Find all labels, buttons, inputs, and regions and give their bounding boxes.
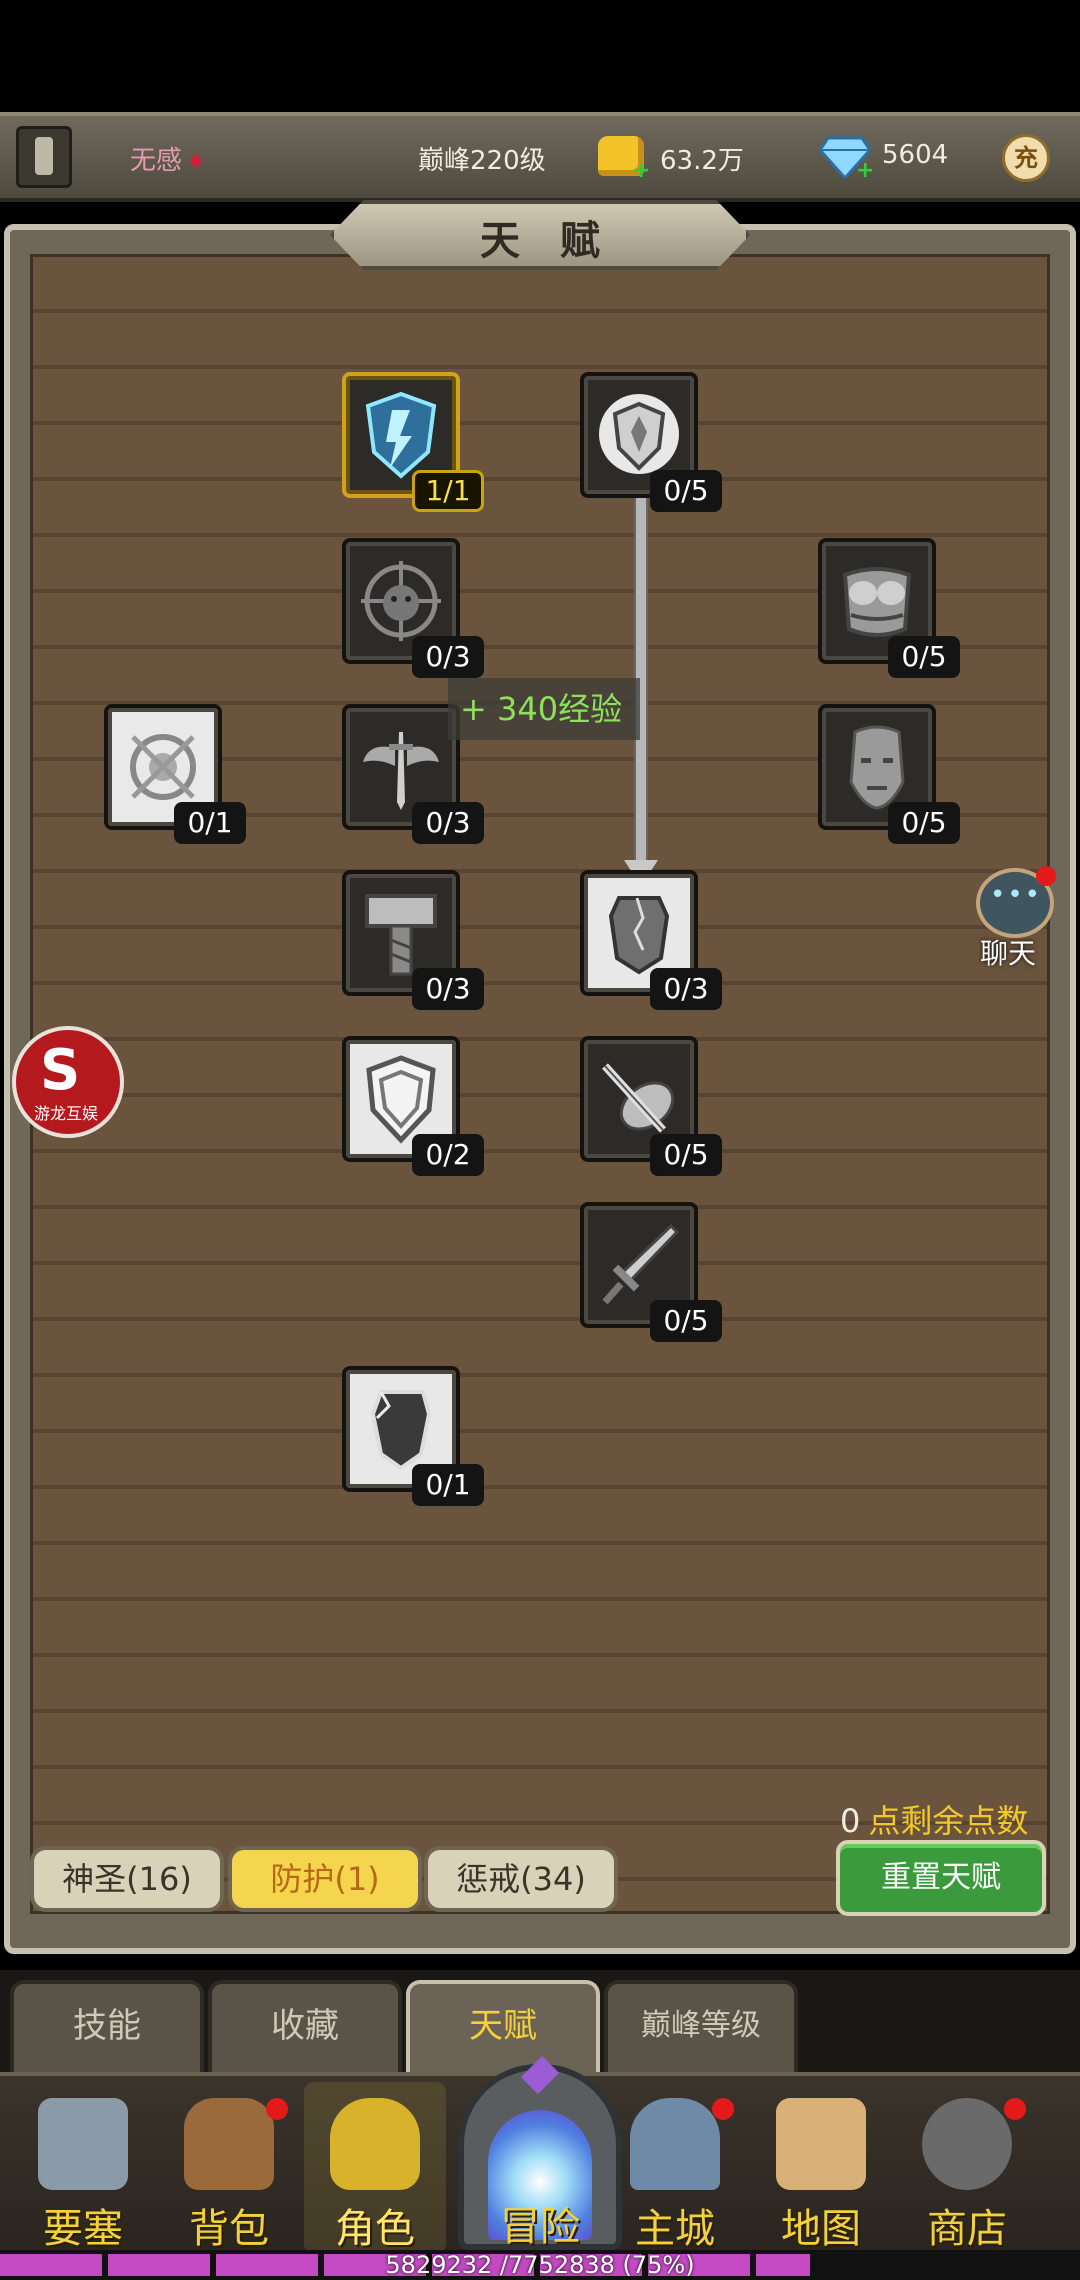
notification-dot xyxy=(712,2098,734,2120)
nav-character[interactable]: 角色 xyxy=(300,2076,450,2254)
talent-count: 0/1 xyxy=(412,1464,484,1506)
title-plate xyxy=(330,200,750,270)
guard-shield-icon xyxy=(356,1050,446,1148)
tab-protection[interactable]: 防护(1) xyxy=(228,1846,422,1912)
talent-node-hammer[interactable]: 0/3 xyxy=(342,870,484,1010)
talent-count: 1/1 xyxy=(412,470,484,512)
experience-bar: 5829232 /7752838 (75%) xyxy=(0,2250,1080,2280)
winged-sword-icon xyxy=(356,718,446,816)
fortress-icon xyxy=(38,2098,128,2190)
talent-node-demon-target[interactable]: 0/3 xyxy=(342,538,484,678)
talent-count: 0/3 xyxy=(650,968,722,1010)
lightning-shield-icon xyxy=(356,386,446,484)
floating-logo-button[interactable]: S 游龙互娱 xyxy=(12,1026,124,1138)
scroll-map-icon xyxy=(776,2098,866,2190)
talent-count: 0/3 xyxy=(412,636,484,678)
rose-icon: ♦ xyxy=(186,150,206,175)
experience-text: 5829232 /7752838 (75%) xyxy=(385,2251,695,2279)
sub-tab-bar: 技能 收藏 天赋 巅峰等级 xyxy=(0,1970,1080,2072)
chat-label: 聊天 xyxy=(980,937,1037,970)
nav-backpack[interactable]: 背包 xyxy=(154,2076,304,2254)
gem-amount: 5604 xyxy=(882,140,949,170)
gold-icon[interactable] xyxy=(598,136,644,176)
talent-count: 0/3 xyxy=(412,802,484,844)
diamond-icon[interactable] xyxy=(820,134,870,178)
peak-level: 巅峰220级 xyxy=(418,146,546,176)
talent-count: 0/5 xyxy=(650,470,722,512)
dragon-logo-icon: S xyxy=(40,1038,81,1103)
player-avatar[interactable] xyxy=(16,126,72,188)
notification-dot xyxy=(1004,2098,1026,2120)
nav-shop[interactable]: 商店 xyxy=(892,2076,1042,2254)
talent-count: 0/5 xyxy=(888,802,960,844)
exp-gain-tooltip: + 340经验 xyxy=(448,678,640,740)
gold-amount: 63.2万 xyxy=(660,146,744,176)
backpack-icon xyxy=(184,2098,274,2190)
gong-shop-icon xyxy=(922,2098,1012,2190)
talent-node-guard-shield[interactable]: 0/2 xyxy=(342,1036,484,1176)
cracked-shield-icon xyxy=(594,884,684,982)
tab-talent[interactable]: 天赋 xyxy=(406,1980,600,2072)
talent-node-lightning-shield[interactable]: 1/1 xyxy=(342,372,484,512)
talent-count: 0/1 xyxy=(174,802,246,844)
talent-node-cracked-shield[interactable]: 0/3 xyxy=(580,870,722,1010)
tab-retribution[interactable]: 惩戒(34) xyxy=(424,1846,618,1912)
burst-orb-icon xyxy=(118,718,208,816)
chest-armor-icon xyxy=(832,552,922,650)
sword-shield-icon xyxy=(594,1050,684,1148)
talent-count: 0/3 xyxy=(412,968,484,1010)
page-title: 天赋 xyxy=(480,218,640,264)
helmet-icon xyxy=(330,2098,420,2190)
nav-main-city[interactable]: 主城 xyxy=(600,2076,750,2254)
castle-icon xyxy=(630,2098,720,2190)
talent-count: 0/5 xyxy=(650,1300,722,1342)
chat-bubble-icon xyxy=(976,868,1054,938)
notification-dot xyxy=(266,2098,288,2120)
demon-target-icon xyxy=(356,552,446,650)
broken-crest-icon xyxy=(356,1380,446,1478)
resource-bar: 无感♦ 巅峰220级 + 63.2万 + 5604 充 xyxy=(0,112,1080,202)
talent-count: 0/2 xyxy=(412,1134,484,1176)
reset-talents-button[interactable]: 重置天赋 xyxy=(836,1840,1046,1916)
notification-dot xyxy=(1036,866,1056,886)
status-bar-area xyxy=(0,0,1080,112)
sword-icon xyxy=(594,1216,684,1314)
experience-fill xyxy=(0,2254,810,2276)
talent-node-sword-shield[interactable]: 0/5 xyxy=(580,1036,722,1176)
add-gem-icon[interactable]: + xyxy=(856,158,875,183)
talent-panel xyxy=(4,224,1076,1954)
tab-collection[interactable]: 收藏 xyxy=(208,1980,402,2072)
talent-node-broken-crest[interactable]: 0/1 xyxy=(342,1366,484,1506)
nav-map[interactable]: 地图 xyxy=(746,2076,896,2254)
logo-text: 游龙互娱 xyxy=(34,1104,99,1123)
talent-node-burst-orb[interactable]: 0/1 xyxy=(104,704,246,844)
holy-shield-icon xyxy=(594,386,684,484)
stone-head-icon xyxy=(832,718,922,816)
nav-fortress[interactable]: 要塞 xyxy=(8,2076,158,2254)
talent-node-winged-sword[interactable]: 0/3 xyxy=(342,704,484,844)
wood-background xyxy=(30,254,1050,1914)
hammer-icon xyxy=(356,884,446,982)
add-gold-icon[interactable]: + xyxy=(632,158,651,183)
tab-peak-level[interactable]: 巅峰等级 xyxy=(604,1980,798,2072)
talent-node-chest-armor[interactable]: 0/5 xyxy=(818,538,960,678)
chat-button[interactable]: 聊天 xyxy=(970,866,1060,970)
player-name: 无感♦ xyxy=(130,146,206,176)
talent-node-sword[interactable]: 0/5 xyxy=(580,1202,722,1342)
tab-holy[interactable]: 神圣(16) xyxy=(30,1846,224,1912)
talent-node-holy-shield[interactable]: 0/5 xyxy=(580,372,722,512)
talent-count: 0/5 xyxy=(888,636,960,678)
talent-count: 0/5 xyxy=(650,1134,722,1176)
portal-icon xyxy=(488,2110,592,2240)
nav-adventure[interactable]: 冒险 xyxy=(454,2055,626,2254)
recharge-button[interactable]: 充 xyxy=(1002,134,1050,182)
tab-skills[interactable]: 技能 xyxy=(10,1980,204,2072)
talent-node-stone-head[interactable]: 0/5 xyxy=(818,704,960,844)
